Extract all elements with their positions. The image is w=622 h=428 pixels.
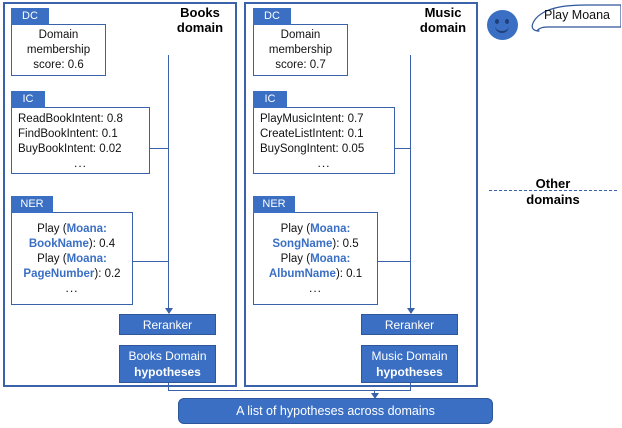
- books-domain-title: Books domain: [160, 5, 240, 35]
- music-ner-tag: NER: [253, 196, 295, 213]
- books-hypotheses-box: Books Domain hypotheses: [119, 345, 216, 383]
- music-ic-line-4: ...: [317, 155, 331, 170]
- final-hypotheses-label: A list of hypotheses across domains: [236, 404, 435, 418]
- books-hypotheses-line2: hypotheses: [134, 365, 201, 379]
- music-ner-entry-2-head: Play (Moana:: [280, 253, 351, 265]
- books-ic-line-4: ...: [73, 155, 87, 170]
- final-arrow: [371, 393, 379, 399]
- music-ic-line-3: BuySongIntent: 0.05: [260, 142, 365, 155]
- music-ic-box: PlayMusicIntent: 0.7 CreateListIntent: 0…: [253, 107, 395, 174]
- books-ic-tag: IC: [11, 91, 45, 108]
- music-ner-dots: ...: [308, 281, 322, 295]
- music-domain-title-line2: domain: [419, 20, 467, 35]
- final-hypotheses-box: A list of hypotheses across domains: [178, 398, 493, 424]
- smiley-eye-right-icon: [505, 19, 509, 24]
- books-reranker-label: Reranker: [142, 317, 193, 332]
- music-ner-connector: [378, 261, 411, 262]
- books-hypotheses-line1: Books Domain: [128, 349, 207, 363]
- music-ic-tag: IC: [253, 91, 287, 108]
- other-domains-label-line2: domains: [526, 192, 580, 207]
- music-hypotheses-line2: hypotheses: [376, 365, 443, 379]
- speech-bubble-icon: [517, 3, 621, 33]
- music-dc-tag: DC: [253, 8, 291, 25]
- books-ner-entry-2-tail: PageNumber): 0.2: [23, 268, 121, 280]
- merge-bus-line: [168, 390, 411, 391]
- books-ner-entry-1-tail: BookName): 0.4: [28, 238, 116, 250]
- music-trunk-arrow: [407, 308, 415, 314]
- books-dc-line-1: Domain: [38, 28, 79, 41]
- books-ic-box: ReadBookIntent: 0.8 FindBookIntent: 0.1 …: [11, 107, 150, 174]
- smiley-eye-left-icon: [495, 19, 499, 24]
- books-merge-drop: [168, 383, 169, 391]
- music-ic-connector: [395, 148, 411, 149]
- books-ner-box: Play (Moana: BookName): 0.4 Play (Moana:…: [11, 212, 133, 305]
- music-domain-title-line1: Music: [424, 5, 462, 20]
- books-dc-line-3: score: 0.6: [33, 58, 84, 71]
- music-ner-box: Play (Moana: SongName): 0.5 Play (Moana:…: [253, 212, 378, 305]
- books-dc-tag: DC: [11, 8, 49, 25]
- books-ic-line-3: BuyBookIntent: 0.02: [18, 142, 122, 155]
- books-reranker-box: Reranker: [119, 314, 216, 335]
- smiley-mouth-icon: [495, 24, 509, 33]
- music-reranker-box: Reranker: [361, 314, 458, 335]
- music-reranker-label: Reranker: [384, 317, 435, 332]
- books-ner-entry-2-head: Play (Moana:: [37, 253, 107, 265]
- music-ner-entry-1-head: Play (Moana:: [280, 223, 351, 235]
- books-trunk-arrow: [165, 308, 173, 314]
- books-ner-entry-1-head: Play (Moana:: [37, 223, 107, 235]
- books-ic-line-1: ReadBookIntent: 0.8: [18, 112, 123, 125]
- music-dc-line-2: membership: [268, 43, 333, 56]
- music-trunk-line: [410, 55, 411, 313]
- books-dc-line-2: membership: [26, 43, 91, 56]
- smiley-face-icon: [487, 10, 518, 40]
- music-domain-title: Music domain: [403, 5, 483, 35]
- music-ic-line-1: PlayMusicIntent: 0.7: [260, 112, 364, 125]
- books-domain-title-line2: domain: [176, 20, 224, 35]
- music-merge-drop: [410, 383, 411, 391]
- music-ic-line-2: CreateListIntent: 0.1: [260, 127, 364, 140]
- music-hypotheses-line1: Music Domain: [371, 349, 448, 363]
- music-dc-box: Domain membership score: 0.7: [253, 24, 348, 76]
- other-domains-label-line1: Other: [535, 176, 571, 191]
- books-ner-connector: [133, 261, 169, 262]
- books-ner-tag: NER: [11, 196, 53, 213]
- music-dc-line-1: Domain: [280, 28, 321, 41]
- books-domain-title-line1: Books: [180, 5, 220, 20]
- music-dc-line-3: score: 0.7: [275, 58, 326, 71]
- other-domains-divider: [489, 190, 617, 191]
- music-ner-entry-2-tail: AlbumName): 0.1: [268, 268, 363, 280]
- music-ner-entry-1-tail: SongName): 0.5: [272, 238, 359, 250]
- books-ic-connector: [150, 148, 169, 149]
- final-drop-line: [374, 390, 375, 395]
- books-ner-dots: ...: [65, 281, 79, 295]
- music-hypotheses-box: Music Domain hypotheses: [361, 345, 458, 383]
- books-ic-line-2: FindBookIntent: 0.1: [18, 127, 118, 140]
- books-trunk-line: [168, 55, 169, 313]
- books-dc-box: Domain membership score: 0.6: [11, 24, 106, 76]
- user-utterance-text: Play Moana: [544, 8, 611, 22]
